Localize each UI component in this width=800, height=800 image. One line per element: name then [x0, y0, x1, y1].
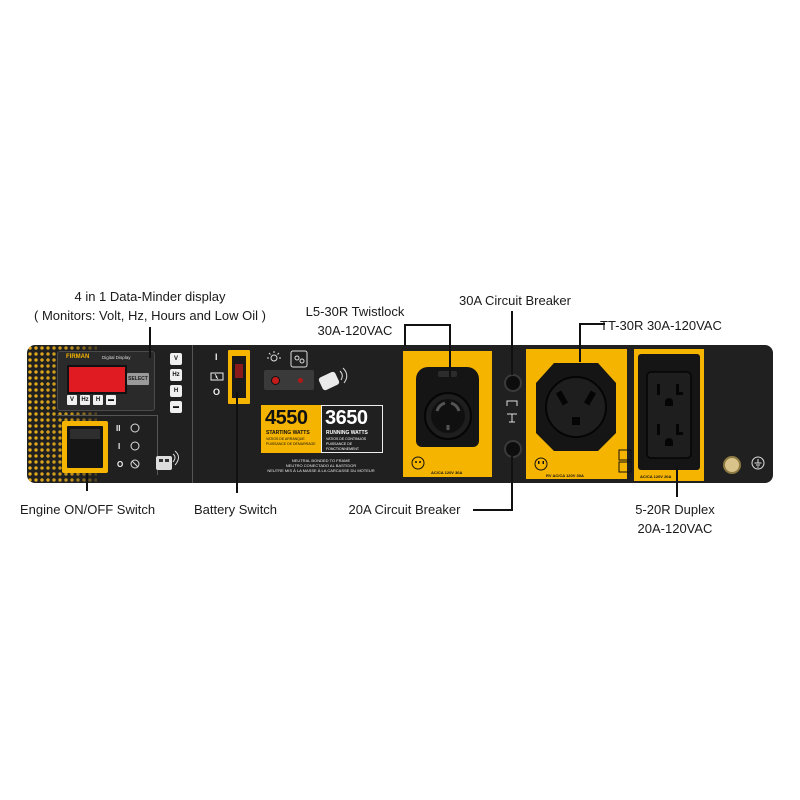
wireless-remote-icon	[318, 367, 348, 391]
duplex-outlet-label: AC/CA 120V 20A	[640, 474, 672, 479]
duplex-plug-icon	[618, 449, 632, 473]
display-callout-line2: ( Monitors: Volt, Hz, Hours and Low Oil …	[34, 308, 266, 323]
neutral-notice-en: NEUTRAL BONDED TO FRAME	[291, 458, 351, 463]
starting-watts-box: 4550 STARTING WATTS VATIOS DE ARRANQUE P…	[261, 405, 321, 453]
ground-terminal[interactable]	[723, 456, 741, 474]
running-watts-label-es: VATIOS DE CONTINUOS	[326, 437, 367, 441]
divider	[192, 345, 193, 483]
tt30r-receptacle[interactable]	[534, 361, 618, 453]
hz-indicator: Hz	[170, 369, 182, 381]
low-oil-key: ▬	[106, 395, 116, 405]
display-callout-line1: 4 in 1 Data-Minder display	[74, 289, 226, 304]
tt30r-callout: TT-30R 30A-120VAC	[600, 318, 722, 333]
neutral-notice-es: NEUTRO CONECTADO AL BASTIDOR	[285, 463, 357, 468]
neutral-notice-fr: NEUTRE MIS À LA MASSE À LA CARCASSE DU M…	[267, 468, 375, 473]
battery-switch-frame	[228, 350, 250, 404]
duplex-outlet-cover	[638, 354, 700, 470]
divider	[157, 415, 158, 475]
hours-indicator: H	[170, 385, 182, 397]
status-led-right	[298, 378, 303, 383]
twistlock-callout-line1: L5-30R Twistlock	[305, 304, 405, 319]
twistlock-outlet-panel: AC/CA 120V 30A	[403, 351, 492, 477]
battery-icon	[210, 372, 224, 381]
twistlock-outlet-cover	[416, 367, 479, 447]
duplex-callout-line2: 20A-120VAC	[637, 521, 713, 536]
breaker20-callout: 20A Circuit Breaker	[348, 502, 461, 517]
starting-watts-label: STARTING WATTS	[266, 430, 310, 436]
twistlock-callout: L5-30R Twistlock 30A-120VAC	[302, 302, 408, 340]
rv-outlet-label: RV AC/CA 120V 30A	[546, 473, 584, 478]
remote-module	[260, 348, 370, 395]
duplex-callout-line1: 5-20R Duplex	[635, 502, 715, 517]
running-watts-value: 3650	[325, 407, 368, 429]
twistlock-callout-line2: 30A-120VAC	[317, 323, 393, 338]
status-led-left	[271, 376, 280, 385]
running-watts-label: RUNNING WATTS	[326, 430, 368, 436]
display-screen	[67, 365, 127, 394]
battery-switch-rocker[interactable]	[232, 356, 246, 398]
display-brand: FIRMAN	[66, 354, 90, 360]
breaker-20a[interactable]	[504, 440, 522, 458]
battery-switch-callout: Battery Switch	[193, 502, 278, 517]
volt-key: V	[67, 395, 77, 405]
divider	[57, 415, 157, 416]
running-watts-box: 3650 RUNNING WATTS VATIOS DE CONTINUOS P…	[321, 405, 383, 453]
tt30r-outlet-panel: RV AC/CA 120V 30A	[526, 349, 627, 479]
engine-choke-symbol: II	[116, 424, 121, 433]
hand-remote-icon	[290, 350, 308, 368]
light-bulb-icon	[267, 351, 281, 362]
starting-watts-label-fr: PUISSANCE DE DÉMARRAGE	[266, 442, 316, 446]
starting-watts-value: 4550	[265, 407, 308, 429]
cover-hinge	[438, 371, 457, 377]
engine-switch-rocker[interactable]	[67, 426, 103, 468]
starting-watts-label-es: VATIOS DE ARRANQUE	[266, 437, 305, 441]
display-callout: 4 in 1 Data-Minder display ( Monitors: V…	[30, 287, 270, 325]
hours-key: H	[93, 395, 103, 405]
twistlock-plug-icon	[411, 456, 425, 470]
breaker-30a[interactable]	[504, 374, 522, 392]
data-minder-display: FIRMAN Digital Display SELECT V Hz H ▬	[57, 351, 155, 411]
duplex-callout: 5-20R Duplex 20A-120VAC	[620, 500, 730, 538]
rocker-indicator	[235, 364, 243, 378]
battery-on-symbol: I	[215, 352, 218, 362]
low-oil-indicator: ▬	[170, 401, 182, 413]
volt-indicator: V	[170, 353, 182, 365]
engine-switch-callout: Engine ON/OFF Switch	[20, 502, 156, 517]
display-subtitle: Digital Display	[102, 355, 131, 360]
engine-off-symbol: O	[117, 460, 124, 469]
twistlock-outlet-label: AC/CA 120V 30A	[431, 470, 463, 475]
hz-key: Hz	[80, 395, 90, 405]
breaker30-callout: 30A Circuit Breaker	[459, 293, 571, 308]
twistlock-receptacle[interactable]	[423, 391, 473, 441]
engine-icon-column	[130, 423, 140, 469]
control-panel: FIRMAN Digital Display SELECT V Hz H ▬ V…	[27, 345, 773, 483]
rocker-highlight	[70, 429, 100, 439]
running-watts-label-fr: PUISSANCE DE FONCTIONNEMENT	[326, 442, 360, 451]
battery-off-symbol: O	[213, 387, 221, 397]
engine-run-symbol: I	[118, 442, 121, 451]
engine-switch-frame	[62, 421, 108, 473]
remote-fob-icon	[156, 450, 179, 470]
breaker-reset-icon-bottom	[507, 413, 517, 423]
indicator-tray	[264, 370, 314, 390]
ground-symbol-icon	[751, 456, 765, 470]
rv-plug-icon	[534, 457, 548, 471]
neutral-notice: NEUTRAL BONDED TO FRAME NEUTRO CONECTADO…	[259, 458, 383, 473]
duplex-receptacle[interactable]	[645, 370, 693, 460]
duplex-outlet-panel: AC/CA 120V 20A	[618, 349, 704, 481]
breaker-reset-icon-top	[506, 400, 518, 406]
select-button[interactable]: SELECT	[127, 373, 149, 385]
